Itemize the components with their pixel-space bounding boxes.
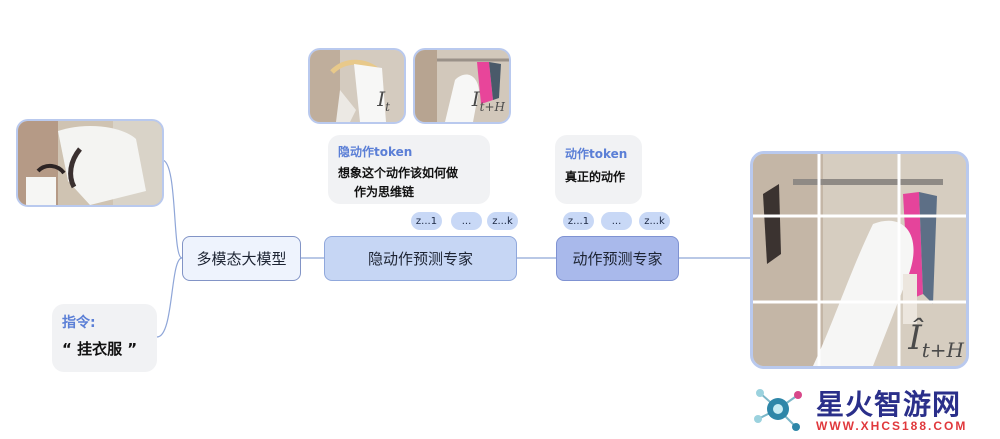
latent-token-note: 隐动作token 想象这个动作该如何做 作为思维链	[328, 135, 490, 204]
vlm-label: 多模态大模型	[196, 250, 287, 268]
watermark-url: WWW.XHCS188.COM	[816, 419, 968, 433]
future-frame-symbol: I	[471, 87, 480, 111]
future-frame-image: It+H	[413, 48, 511, 124]
input-observation-image	[16, 119, 164, 207]
instruction-to-vlm-curve	[156, 257, 183, 338]
latent-token-pill: ...	[451, 212, 482, 230]
action-token-pill-text: ...	[611, 215, 622, 227]
vlm-box: 多模态大模型	[182, 236, 301, 281]
latent-token-pill: z...1	[411, 212, 442, 230]
future-frame-label: It+H	[472, 87, 505, 114]
action-token-note: 动作token 真正的动作	[555, 135, 642, 204]
latent-token-pill: z...k	[487, 212, 518, 230]
image-to-vlm-curve	[161, 159, 183, 259]
current-frame-symbol: I	[377, 87, 386, 111]
latent-token-pill-text: ...	[461, 215, 472, 227]
current-frame-subscript: t	[385, 100, 390, 114]
watermark: 星火智游网 WWW.XHCS188.COM	[750, 383, 998, 437]
action-expert-label: 动作预测专家	[572, 250, 663, 268]
action-token-pill: z...1	[563, 212, 594, 230]
action-token-pill: z...k	[639, 212, 670, 230]
action-token-pill: ...	[601, 212, 632, 230]
current-frame-label: It	[377, 87, 390, 114]
current-frame-image: It	[308, 48, 406, 124]
predicted-frame-image: Ît+H	[750, 151, 969, 369]
action-expert-box: 动作预测专家	[556, 236, 679, 281]
latent-token-line2: 作为思维链	[354, 185, 415, 199]
latent-action-expert-label: 隐动作预测专家	[367, 250, 473, 268]
future-frame-subscript: t+H	[479, 100, 505, 114]
predicted-frame-symbol: Î	[908, 318, 922, 359]
instruction-title: 指令:	[62, 315, 96, 331]
latent-token-title: 隐动作token	[338, 145, 413, 159]
watermark-name: 星火智游网	[816, 389, 962, 420]
action-token-line1: 真正的动作	[565, 170, 626, 184]
latent-action-expert-box: 隐动作预测专家	[324, 236, 517, 281]
watermark-logo-icon	[754, 389, 802, 431]
predicted-frame-subscript: t+H	[921, 338, 964, 362]
predicted-frame-label: Ît+H	[908, 318, 964, 362]
action-token-title: 动作token	[565, 147, 628, 161]
latent-token-line1: 想象这个动作该如何做	[338, 166, 459, 180]
latent-token-pill-text: z...k	[492, 215, 513, 227]
action-token-pill-text: z...1	[567, 215, 590, 227]
action-token-pill-text: z...k	[644, 215, 665, 227]
latent-token-pill-text: z...1	[415, 215, 438, 227]
instruction-text: “ 挂衣服 ”	[62, 340, 138, 358]
instruction-card: 指令: “ 挂衣服 ”	[52, 304, 157, 372]
